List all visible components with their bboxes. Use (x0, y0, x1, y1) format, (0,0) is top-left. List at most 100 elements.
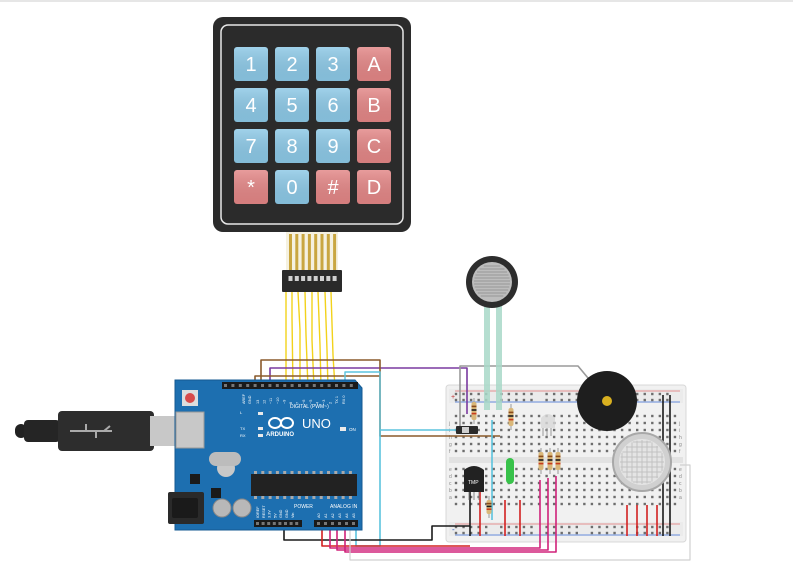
header-pin[interactable] (256, 522, 259, 525)
wire-cyan[interactable] (344, 371, 470, 431)
key-button[interactable]: 2 (275, 47, 309, 81)
key-button[interactable]: D (357, 170, 391, 204)
header-pin[interactable] (231, 384, 235, 387)
resistors[interactable] (471, 398, 561, 518)
connector-pin[interactable] (320, 276, 324, 281)
header-pin[interactable] (349, 384, 353, 387)
wire-magenta[interactable] (336, 478, 549, 551)
piezo-buzzer[interactable] (577, 371, 637, 431)
key-button[interactable]: 6 (316, 88, 350, 122)
header-pin[interactable] (331, 522, 334, 525)
key-label: 4 (245, 95, 256, 117)
key-button[interactable]: B (357, 88, 391, 122)
gas-sensor[interactable] (612, 432, 672, 492)
header-pin[interactable] (246, 384, 250, 387)
wires[interactable] (254, 291, 691, 561)
header-pin[interactable] (320, 384, 324, 387)
header-pin[interactable] (324, 522, 327, 525)
analog-header[interactable] (314, 520, 358, 527)
header-pin[interactable] (338, 522, 341, 525)
header-pin[interactable] (335, 384, 338, 387)
header-pin[interactable] (268, 384, 272, 387)
key-button[interactable]: # (316, 170, 350, 204)
key-button[interactable]: A (357, 47, 391, 81)
connector-pin[interactable] (294, 276, 299, 281)
keypad-wire-bundle[interactable] (285, 291, 336, 389)
power-header[interactable] (254, 520, 302, 527)
wire-black[interactable] (283, 520, 470, 541)
wire-magenta[interactable] (344, 476, 557, 553)
wire-magenta[interactable] (329, 480, 541, 549)
usb-b-port[interactable] (175, 411, 205, 449)
key-button[interactable]: 5 (275, 88, 309, 122)
header-pin[interactable] (290, 384, 294, 387)
connector-pin[interactable] (288, 276, 293, 281)
wire-white[interactable] (349, 464, 691, 561)
key-button[interactable]: 4 (234, 88, 268, 122)
wire-yellow[interactable] (311, 292, 315, 389)
header-pin[interactable] (284, 522, 287, 525)
key-button[interactable]: 7 (234, 129, 268, 163)
header-pin[interactable] (238, 384, 242, 387)
wire-yellow[interactable] (304, 291, 309, 389)
resistor[interactable] (471, 398, 477, 424)
key-button[interactable]: 8 (275, 129, 309, 163)
wire-yellow[interactable] (317, 291, 322, 389)
key-button[interactable]: 0 (275, 170, 309, 204)
connector-pin[interactable] (313, 276, 318, 281)
connector-pin[interactable] (326, 276, 331, 281)
wire-yellow[interactable] (297, 291, 301, 388)
bottom-power-rail[interactable] (449, 522, 683, 536)
header-pin[interactable] (267, 522, 271, 525)
connector-pin[interactable] (332, 276, 337, 281)
digital-header[interactable] (222, 382, 358, 389)
key-button[interactable]: 1 (234, 47, 268, 81)
slide-switch[interactable] (456, 426, 478, 434)
header-pin[interactable] (283, 384, 287, 387)
resistor[interactable] (555, 448, 561, 474)
tmp-temperature-sensor[interactable]: TMP (464, 466, 484, 500)
header-pin[interactable] (305, 384, 309, 387)
wire-brown[interactable] (260, 359, 500, 437)
header-pin[interactable] (261, 384, 264, 387)
header-pin[interactable] (327, 384, 331, 387)
header-pin[interactable] (261, 522, 265, 525)
wire-purple[interactable] (269, 367, 468, 414)
header-pin[interactable] (272, 522, 276, 525)
header-pin[interactable] (342, 384, 346, 387)
rgb-led[interactable] (541, 414, 555, 436)
header-pin[interactable] (295, 522, 299, 525)
arduino-uno-board[interactable]: DIGITAL (PWM~) UNO ARDUINO POWER ANALOG … (168, 379, 363, 531)
header-pin[interactable] (275, 384, 279, 387)
header-pin[interactable] (352, 522, 355, 525)
header-pin[interactable] (345, 522, 348, 525)
header-pin[interactable] (312, 384, 316, 387)
keypad-connector[interactable] (282, 270, 342, 292)
resistor[interactable] (486, 496, 492, 518)
connector-pin[interactable] (307, 276, 312, 281)
key-button[interactable]: * (234, 170, 268, 204)
key-button[interactable]: C (357, 129, 391, 163)
usb-cable[interactable] (15, 411, 180, 451)
connector-pin[interactable] (301, 276, 306, 281)
header-pin[interactable] (289, 522, 293, 525)
resistor[interactable] (538, 448, 544, 474)
green-led[interactable] (506, 458, 514, 484)
key-button[interactable]: 3 (316, 47, 350, 81)
header-pin[interactable] (317, 522, 320, 525)
wire-yellow[interactable] (291, 292, 294, 389)
header-pin[interactable] (298, 384, 301, 387)
wire-yellow[interactable] (330, 291, 336, 389)
resistor[interactable] (547, 448, 553, 474)
header-pin[interactable] (224, 384, 227, 387)
wire-yellow[interactable] (324, 291, 329, 389)
key-button[interactable]: 9 (316, 129, 350, 163)
force-sensitive-resistor[interactable] (466, 256, 518, 410)
header-pin[interactable] (253, 384, 257, 387)
header-pin[interactable] (278, 522, 282, 525)
resistor[interactable] (508, 404, 514, 430)
